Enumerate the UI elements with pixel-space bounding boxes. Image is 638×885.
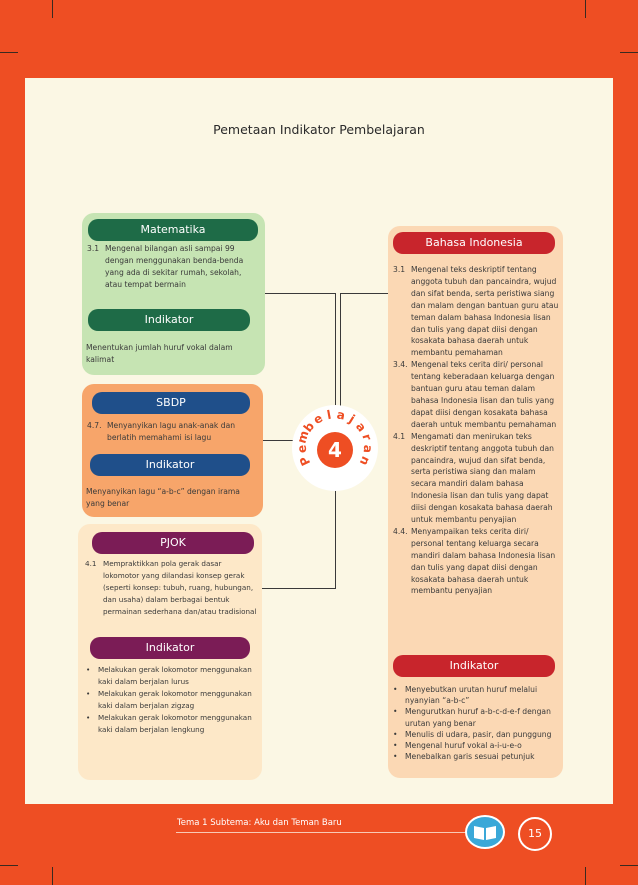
crop-mark	[585, 867, 586, 885]
footer-rule	[176, 832, 466, 833]
kd-item: 4.4.Menyampaikan teks cerita diri/ perso…	[393, 526, 556, 596]
kd-text: Mengenal bilangan asli sampai 99 dengan …	[105, 244, 244, 289]
list-item: •Melakukan gerak lokomotor menggunakan k…	[86, 665, 252, 686]
list-item: •Mengurutkan huruf a-b-c-d-e-f dengan ur…	[393, 707, 551, 728]
matematika-indikator-text: Menentukan jumlah huruf vokal dalam kali…	[86, 343, 233, 364]
matematika-indikator-label: Indikator	[88, 309, 250, 331]
matematika-title: Matematika	[88, 219, 258, 241]
connector-line	[265, 293, 335, 294]
sbdp-indikator-text: Menyanyikan lagu “a-b-c” dengan irama ya…	[86, 487, 240, 508]
crop-mark	[620, 865, 638, 866]
list-item: •Menebalkan garis sesuai petunjuk	[393, 752, 535, 762]
connector-line	[340, 293, 388, 294]
crop-mark	[0, 52, 18, 53]
sbdp-indikator-label: Indikator	[90, 454, 250, 476]
matematika-kd: 3.1 Mengenal bilangan asli sampai 99 deng…	[87, 243, 259, 291]
crop-mark	[0, 865, 18, 866]
connector-line	[340, 293, 341, 411]
list-item: •Menulis di udara, pasir, dan punggung	[393, 729, 552, 739]
list-item: •Melakukan gerak lokomotor menggunakan k…	[86, 713, 252, 734]
book-icon	[465, 815, 505, 849]
sbdp-kd: 4.7. Menyanyikan lagu anak-anak dan berla…	[87, 420, 257, 444]
sbdp-title: SBDP	[92, 392, 250, 414]
kd-number: 4.7.	[87, 421, 102, 430]
bahasa-panel	[388, 226, 563, 778]
page-number: 15	[518, 817, 552, 851]
connector-line	[262, 588, 335, 589]
list-item: •Menyebutkan urutan huruf melalui nyanyi…	[393, 685, 538, 706]
crop-mark	[52, 867, 53, 885]
kd-number: 3.1	[87, 244, 100, 253]
kd-item: 3.4.Mengenal teks cerita diri/ personal …	[393, 360, 557, 429]
connector-line	[335, 293, 336, 411]
kd-text: Mempraktikkan pola gerak dasar lokomotor…	[103, 559, 257, 616]
book-icon-glyph	[474, 826, 496, 840]
bahasa-indikator-list: •Menyebutkan urutan huruf melalui nyanyi…	[393, 684, 560, 762]
kd-number: 4.1	[85, 559, 97, 568]
list-item: •Mengenal huruf vokal a-i-u-e-o	[393, 741, 522, 751]
crop-mark	[52, 0, 53, 18]
crop-mark	[585, 0, 586, 18]
page-title: Pemetaan Indikator Pembelajaran	[213, 122, 425, 137]
pjok-indikator-label: Indikator	[90, 637, 250, 659]
bahasa-title: Bahasa Indonesia	[393, 232, 555, 254]
pjok-indikator-list: •Melakukan gerak lokomotor menggunakan k…	[86, 664, 256, 736]
crop-mark	[620, 52, 638, 53]
connector-line	[263, 440, 293, 441]
footer-theme: Tema 1 Subtema: Aku dan Teman Baru	[177, 818, 342, 828]
connector-line	[335, 488, 336, 589]
list-item: •Melakukan gerak lokomotor menggunakan k…	[86, 689, 252, 710]
pjok-kd: 4.1 Mempraktikkan pola gerak dasar lokomo…	[85, 558, 257, 618]
bahasa-indikator-label: Indikator	[393, 655, 555, 677]
kd-text: Menyanyikan lagu anak-anak dan berlatih …	[107, 421, 236, 442]
pembelajaran-number: 4	[317, 432, 353, 468]
pjok-title: PJOK	[92, 532, 254, 554]
